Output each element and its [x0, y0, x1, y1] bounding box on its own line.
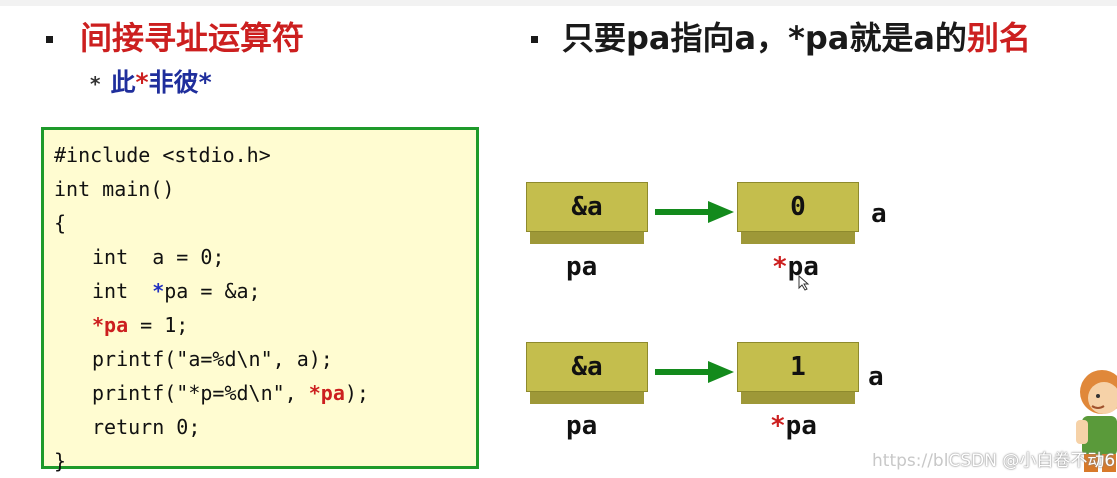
sub-text-pre: 此 — [110, 68, 136, 97]
right-heading-bullet — [531, 36, 538, 43]
pointer-box-top-face — [526, 182, 648, 232]
pointer-box-top-shadow — [530, 232, 644, 244]
deref-star-top: * — [772, 252, 788, 282]
sub-text-mid: 非彼 — [148, 68, 199, 97]
code-box: #include <stdio.h> int main() { int a = … — [41, 127, 479, 473]
cursor-icon — [798, 275, 810, 291]
code-pointer-star: * — [152, 279, 165, 303]
arrow-top-head — [708, 201, 734, 223]
pointer-caption-bottom: pa — [566, 411, 598, 441]
code-int-pa-pre: int — [92, 279, 153, 303]
pointer-box-top: &a — [526, 182, 648, 246]
code-line-int-a: int a = 0; — [92, 245, 225, 269]
pointer-value-bottom: &a — [571, 352, 603, 382]
top-border — [0, 0, 1117, 6]
code-line-printf-p: printf("*p=%d\n", *pa); — [54, 376, 369, 410]
target-name-top: a — [871, 199, 887, 229]
code-line-int-pa: int *pa = &a; — [54, 274, 369, 308]
code-int-pa-post: pa = &a; — [164, 279, 261, 303]
target-box-top-shadow — [741, 232, 855, 244]
code-printf-deref-pa: *pa — [308, 381, 345, 405]
watermark-text: CSDN @小白卷不动6 — [948, 451, 1116, 471]
deref-name-bottom: pa — [785, 411, 817, 441]
heading-bullet — [46, 36, 53, 43]
code-printf-p-post: ); — [344, 381, 369, 405]
code-line-return: return 0; — [92, 415, 201, 439]
code-assign-post: = 1; — [128, 313, 189, 337]
code-listing: #include <stdio.h> int main() { int a = … — [54, 138, 369, 478]
target-box-top: 0 — [737, 182, 859, 246]
code-line-printf-a: printf("a=%d\n", a); — [92, 347, 333, 371]
pointer-box-bottom-face — [526, 342, 648, 392]
code-line-include: #include <stdio.h> — [54, 143, 271, 167]
target-box-top-face — [737, 182, 859, 232]
pointer-caption-top: pa — [566, 252, 598, 282]
deref-caption-bottom: *pa — [770, 411, 817, 441]
deref-name-top: pa — [787, 252, 819, 282]
watermark-faint-url: https://bl — [872, 451, 949, 471]
pointer-box-bottom: &a — [526, 342, 648, 406]
target-value-top: 0 — [790, 192, 806, 222]
deref-star-bottom: * — [770, 411, 786, 441]
code-deref-pa: *pa — [92, 313, 129, 337]
code-line-main: int main() — [54, 177, 175, 201]
target-box-bottom-face — [737, 342, 859, 392]
code-line-close-brace: } — [54, 449, 67, 473]
target-box-bottom-shadow — [741, 392, 855, 404]
pointer-box-bottom-shadow — [530, 392, 644, 404]
code-printf-p-pre: printf("*p=%d\n", — [92, 381, 309, 405]
sub-star-2: * — [198, 68, 212, 97]
target-name-bottom: a — [868, 362, 884, 392]
left-heading: 间接寻址运算符 — [80, 19, 305, 57]
pointer-value-top: &a — [571, 192, 603, 222]
deref-caption-top: *pa — [772, 252, 819, 282]
arrow-bottom-shaft — [655, 369, 711, 375]
sub-star-1: * — [135, 68, 149, 97]
target-box-bottom: 1 — [737, 342, 859, 406]
arrow-bottom-head — [708, 361, 734, 383]
sub-bullet: * — [90, 72, 101, 96]
right-heading-highlight: 别名 — [966, 19, 1031, 57]
right-heading: 只要pa指向a，*pa就是a的别名 — [562, 18, 1031, 58]
cartoon-character-icon — [1076, 370, 1117, 472]
code-line-open-brace: { — [54, 211, 67, 235]
sub-point: *此*非彼* — [90, 67, 212, 100]
target-value-bottom: 1 — [790, 352, 806, 382]
right-heading-text: 只要pa指向a，*pa就是a的 — [562, 19, 967, 57]
code-line-deref-assign: *pa = 1; — [54, 308, 369, 342]
csdn-watermark: https://blCSDN @小白卷不动6 — [872, 446, 1115, 471]
arrow-top-shaft — [655, 209, 711, 215]
